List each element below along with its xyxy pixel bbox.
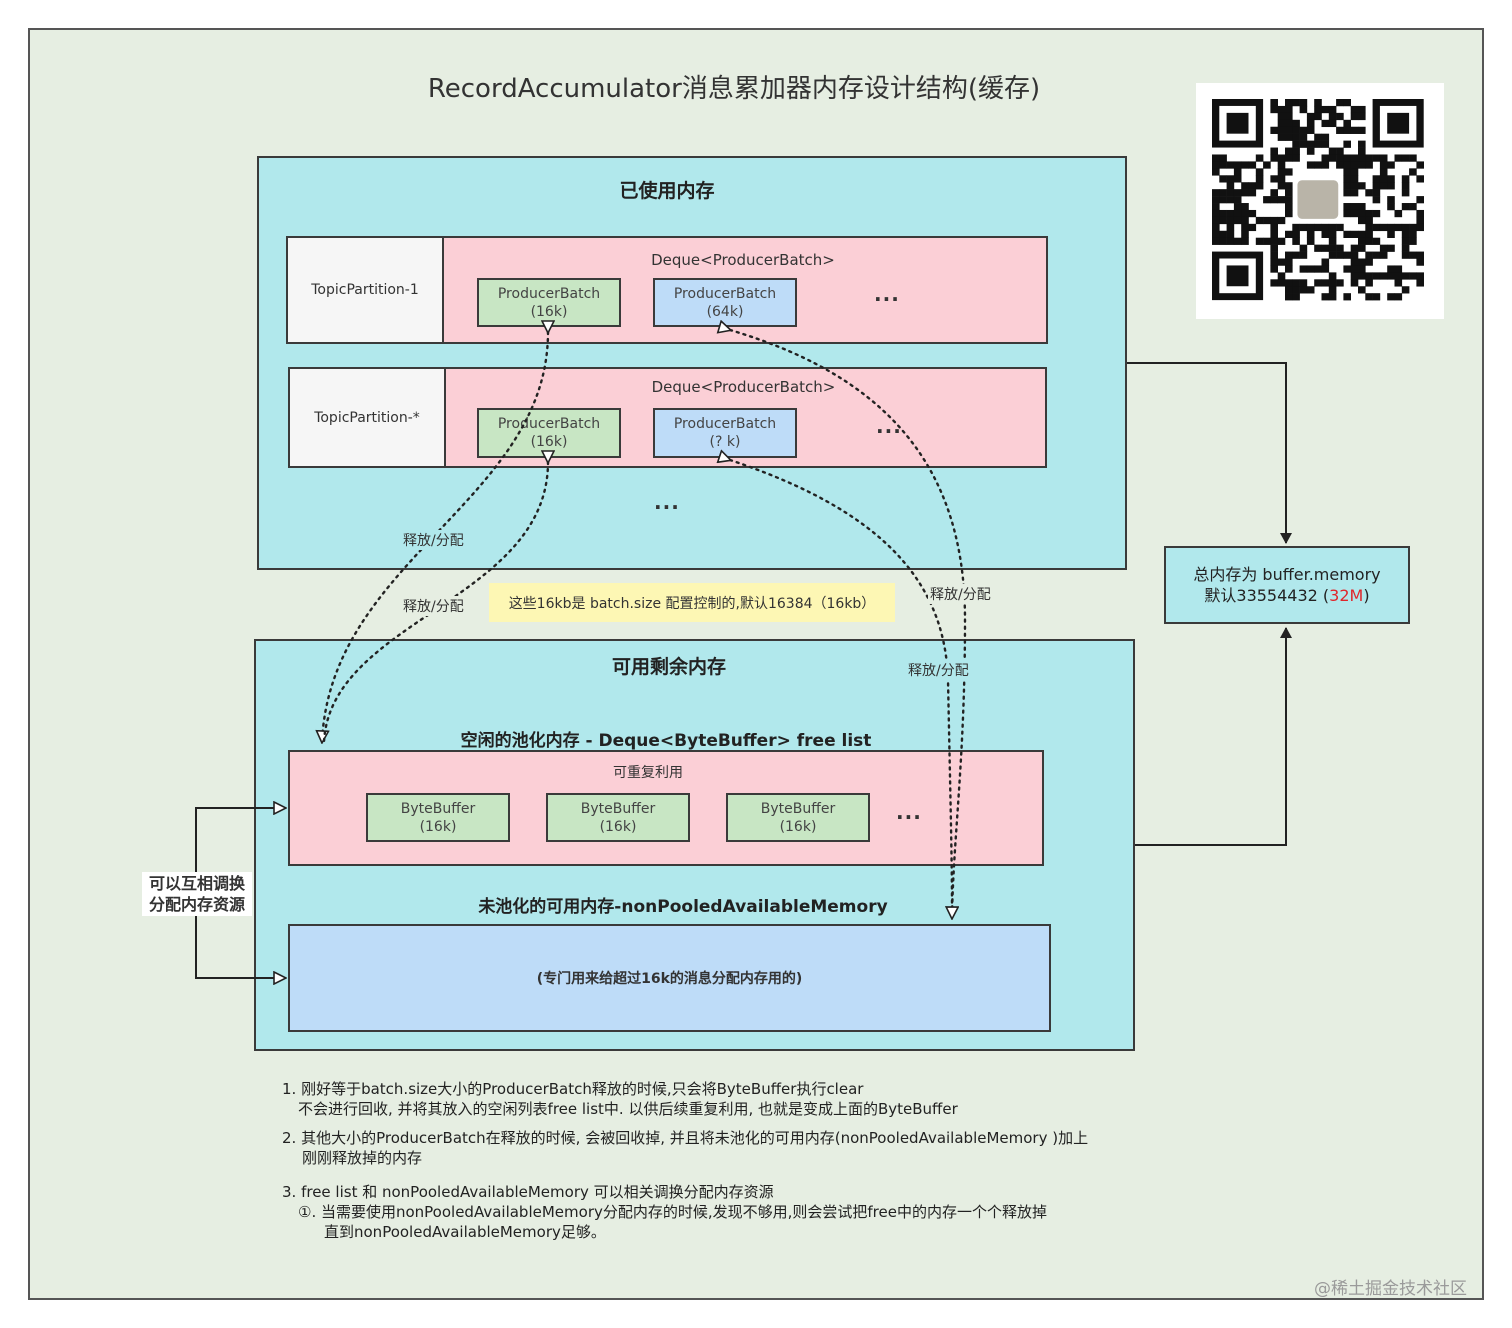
deque-label: Deque<ProducerBatch> [651, 378, 836, 396]
batch-size: (? k) [709, 434, 741, 450]
batch-name: ProducerBatch [497, 416, 601, 432]
free-list-title: 空闲的池化内存 - Deque<ByteBuffer> free list [460, 731, 872, 751]
buffer-size: (16k) [419, 818, 457, 835]
batch-size: (16k) [530, 434, 568, 450]
note-item-2-cont: 刚刚释放掉的内存 [302, 1149, 423, 1167]
more-partitions-ellipsis: ... [654, 490, 680, 514]
note-item-1-cont: 不会进行回收, 并将其放入的空闲列表free list中. 以供后续重复利用, … [298, 1100, 958, 1118]
batch-name: ProducerBatch [673, 416, 777, 432]
note-item-2: 2. 其他大小的ProducerBatch在释放的时候, 会被回收掉, 并且将未… [282, 1129, 1089, 1147]
non-pooled-box: (专门用来给超过16k的消息分配内存用的) [288, 924, 1051, 1032]
used-memory-title: 已使用内存 [619, 180, 715, 202]
watermark: @稀土掘金技术社区 [1314, 1279, 1467, 1299]
producer-batch: ProducerBatch (? k) [653, 408, 797, 458]
producer-batch: ProducerBatch (64k) [653, 278, 797, 327]
byte-buffer: ByteBuffer (16k) [726, 793, 870, 842]
release-allocate-label: 释放/分配 [401, 596, 466, 616]
total-memory-line1: 总内存为 buffer.memory [1193, 565, 1381, 584]
topic-partition-1: TopicPartition-1 [286, 236, 444, 344]
buffer-size: (16k) [599, 818, 637, 835]
partition-label: TopicPartition-* [314, 409, 420, 426]
diagram-title: RecordAccumulator消息累加器内存设计结构(缓存) [427, 74, 1041, 104]
buffer-name: ByteBuffer [760, 800, 836, 817]
more-batches-ellipsis: ... [876, 414, 902, 438]
more-buffers-ellipsis: ... [896, 800, 922, 824]
swap-label: 可以互相调换 分配内存资源 [142, 872, 252, 916]
note-item-3: 3. free list 和 nonPooledAvailableMemory … [282, 1183, 774, 1201]
non-pooled-desc: (专门用来给超过16k的消息分配内存用的) [536, 971, 803, 987]
note-item-3-cont: 直到nonPooledAvailableMemory足够。 [324, 1223, 606, 1241]
total-memory-box: 总内存为 buffer.memory 默认33554432 (32M) [1164, 546, 1410, 624]
batch-name: ProducerBatch [673, 285, 777, 302]
buffer-name: ByteBuffer [580, 800, 656, 817]
partition-label: TopicPartition-1 [311, 282, 419, 298]
buffer-size: (16k) [779, 818, 817, 835]
available-memory-title: 可用剩余内存 [611, 656, 726, 678]
qr-code-image [1196, 83, 1444, 319]
batch-size: (64k) [706, 303, 744, 320]
buffer-name: ByteBuffer [400, 800, 476, 817]
byte-buffer: ByteBuffer (16k) [366, 793, 510, 842]
notes-list: 1. 刚好等于batch.size大小的ProducerBatch释放的时候,只… [282, 1079, 1282, 1242]
total-memory-line2: 默认33554432 (32M) [1204, 586, 1370, 605]
batch-size: (16k) [530, 303, 568, 320]
free-list-subtitle: 可重复利用 [613, 765, 683, 781]
deque-label: Deque<ProducerBatch> [651, 251, 835, 269]
byte-buffer: ByteBuffer (16k) [546, 793, 690, 842]
more-batches-ellipsis: ... [874, 282, 900, 306]
note-item-1: 1. 刚好等于batch.size大小的ProducerBatch释放的时候,只… [282, 1080, 864, 1098]
producer-batch: ProducerBatch (16k) [477, 408, 621, 458]
non-pooled-title: 未池化的可用内存-nonPooledAvailableMemory [478, 897, 888, 917]
producer-batch: ProducerBatch (16k) [477, 278, 621, 327]
release-allocate-label: 释放/分配 [401, 530, 466, 550]
release-allocate-label: 释放/分配 [928, 584, 993, 604]
batch-name: ProducerBatch [497, 285, 601, 302]
batch-size-note: 这些16kb是 batch.size 配置控制的,默认16384（16kb） [489, 583, 895, 622]
topic-partition-star: TopicPartition-* [288, 367, 446, 468]
release-allocate-label: 释放/分配 [906, 660, 971, 680]
used-memory-box [257, 156, 1127, 570]
note-item-3-sub: ①. 当需要使用nonPooledAvailableMemory分配内存的时候,… [298, 1203, 1047, 1221]
qr-code-graphic [1212, 99, 1424, 301]
total-memory-highlight: 32M [1329, 586, 1364, 605]
